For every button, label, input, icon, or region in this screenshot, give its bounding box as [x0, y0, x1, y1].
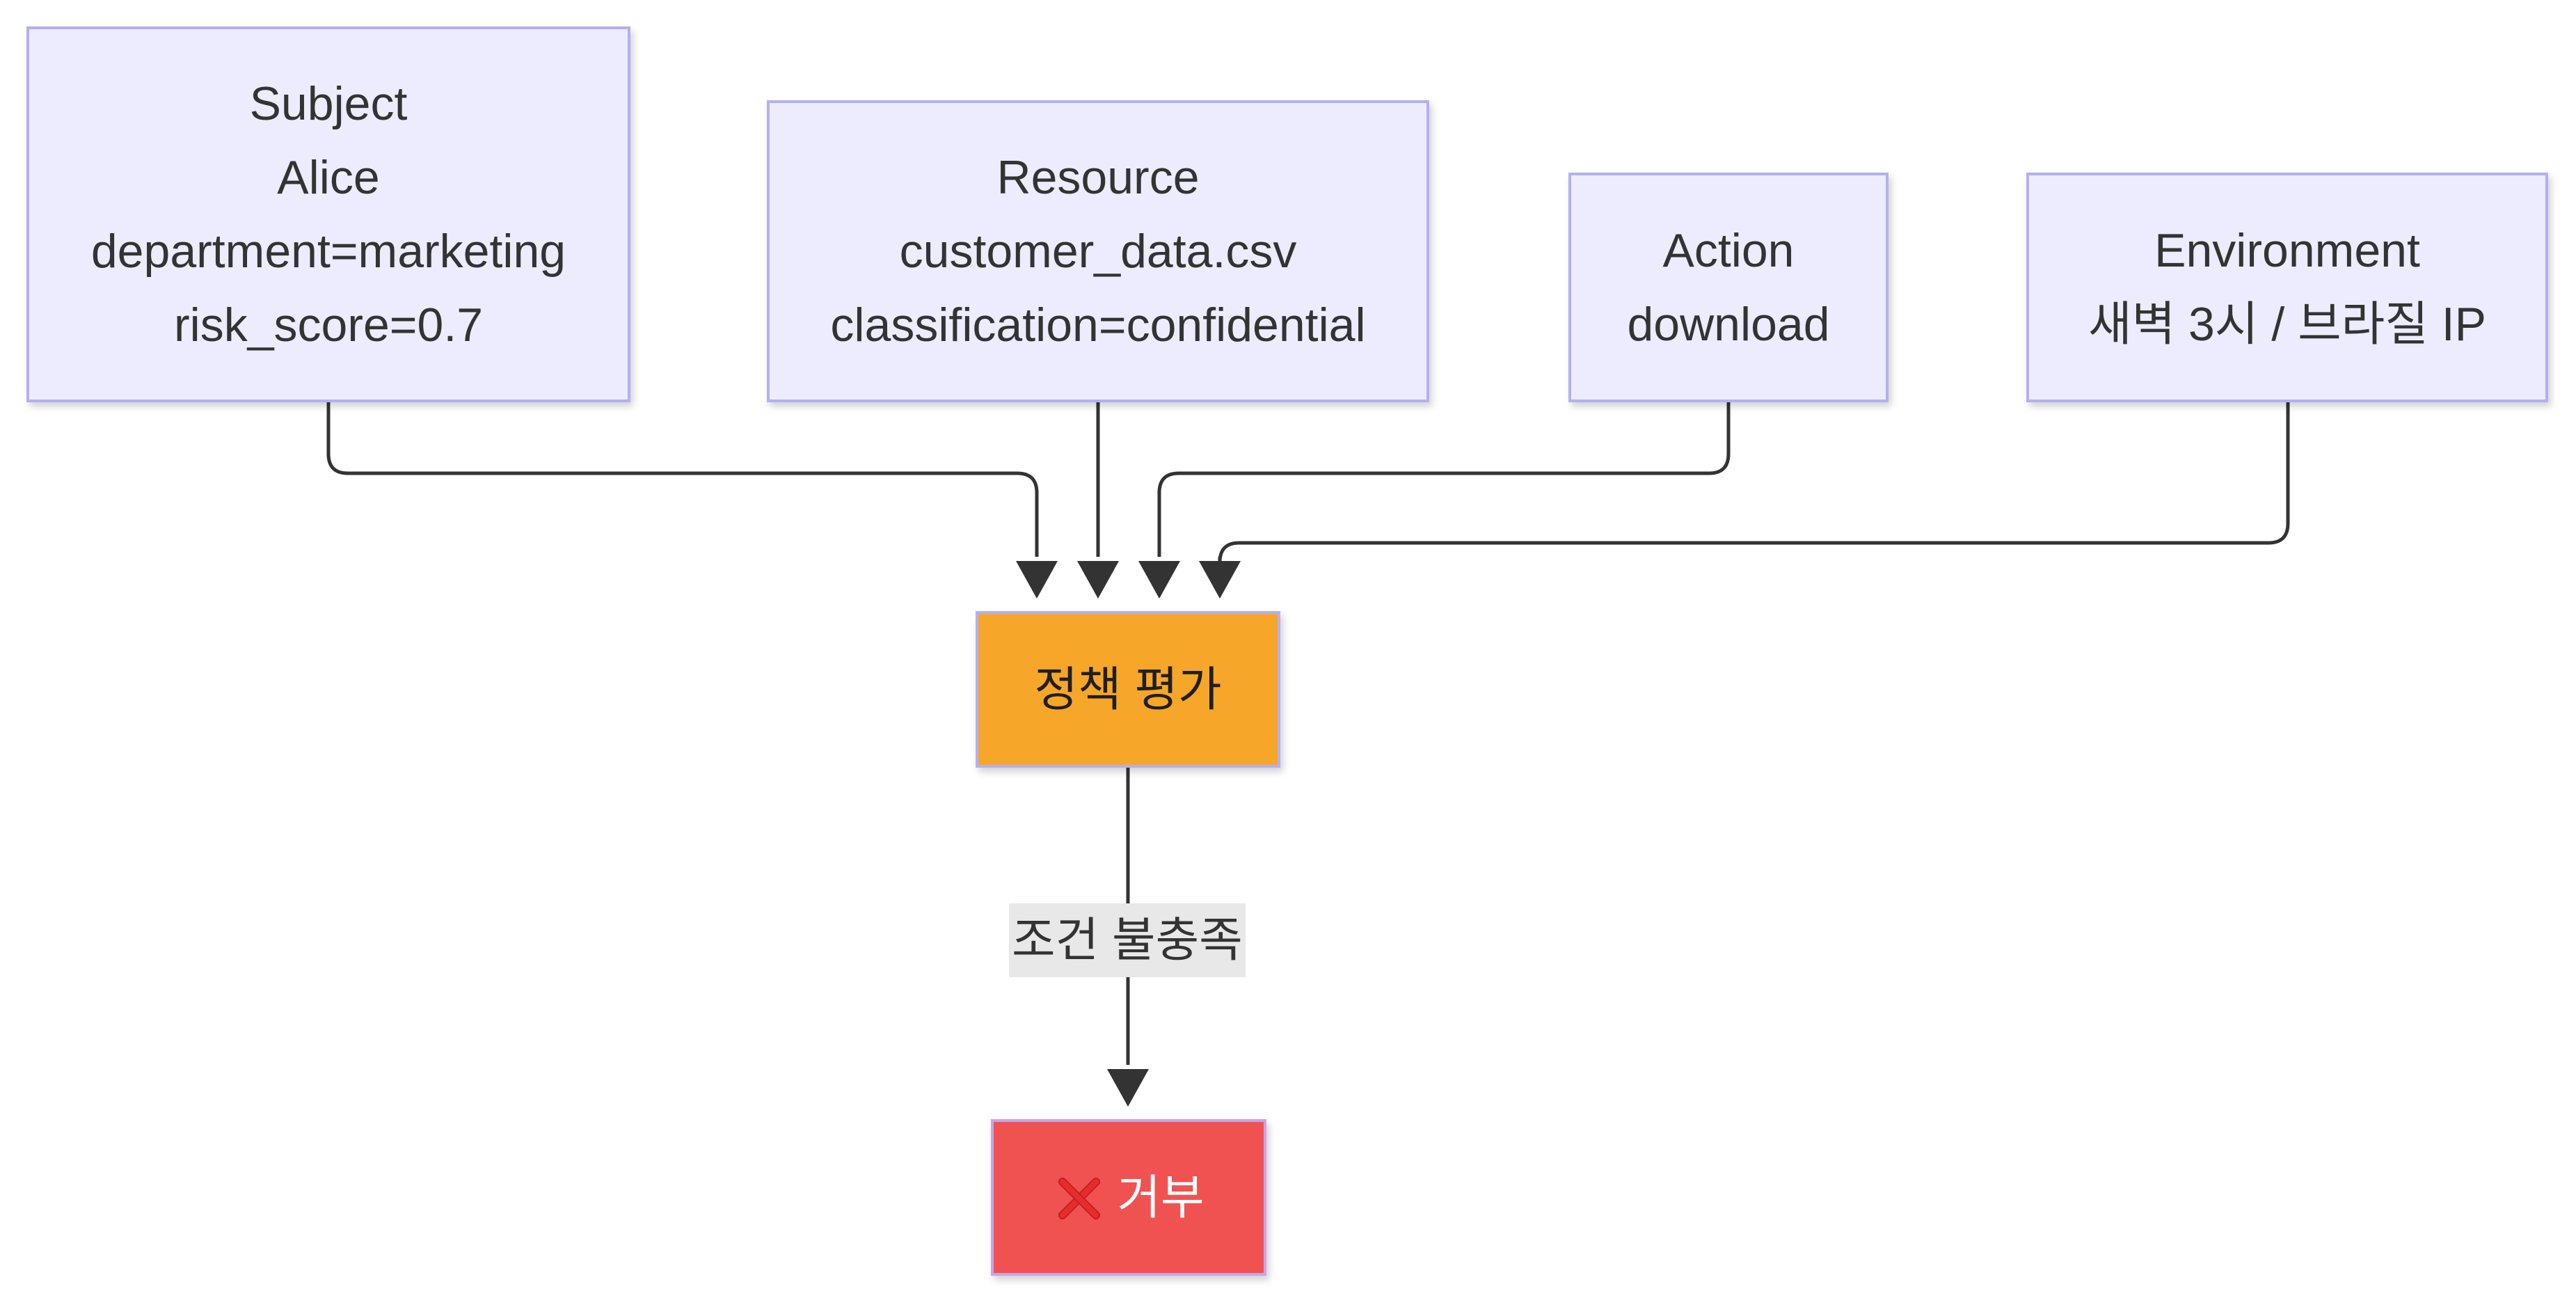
- subject-name: Alice: [277, 151, 380, 204]
- resource-file: customer_data.csv: [899, 225, 1297, 278]
- arrowhead-subject: [1016, 561, 1058, 599]
- arrowhead-environment: [1199, 561, 1241, 599]
- arrowhead-resource: [1077, 561, 1119, 599]
- deny-node: 거부: [991, 1119, 1266, 1276]
- deny-label: 거부: [1117, 1171, 1204, 1224]
- policy-evaluation-label: 정책 평가: [1034, 663, 1222, 716]
- environment-value: 새벽 3시 / 브라질 IP: [2088, 298, 2486, 351]
- environment-title: Environment: [2154, 224, 2420, 277]
- subject-risk-score: risk_score=0.7: [173, 299, 484, 351]
- arrowhead-action: [1138, 561, 1180, 599]
- policy-evaluation-node: 정책 평가: [976, 611, 1280, 768]
- cross-mark-icon: [1053, 1172, 1104, 1224]
- action-title: Action: [1662, 224, 1795, 277]
- subject-node: Subject Alice department=marketing risk_…: [26, 26, 630, 402]
- resource-title: Resource: [996, 151, 1200, 204]
- subject-department: department=marketing: [90, 225, 566, 278]
- action-node: Action download: [1568, 173, 1889, 402]
- resource-classification: classification=confidential: [830, 299, 1366, 351]
- arrowhead-deny: [1107, 1069, 1149, 1107]
- edge-subject-to-policy: [326, 402, 1039, 557]
- subject-title: Subject: [249, 77, 408, 130]
- edge-label-condition-unmet: 조건 불충족: [1009, 903, 1246, 977]
- environment-node: Environment 새벽 3시 / 브라질 IP: [2026, 173, 2548, 402]
- action-value: download: [1627, 298, 1830, 351]
- edge-environment-to-policy: [1218, 402, 2290, 563]
- edge-action-to-policy: [1157, 402, 1731, 557]
- resource-node: Resource customer_data.csv classificatio…: [767, 100, 1429, 402]
